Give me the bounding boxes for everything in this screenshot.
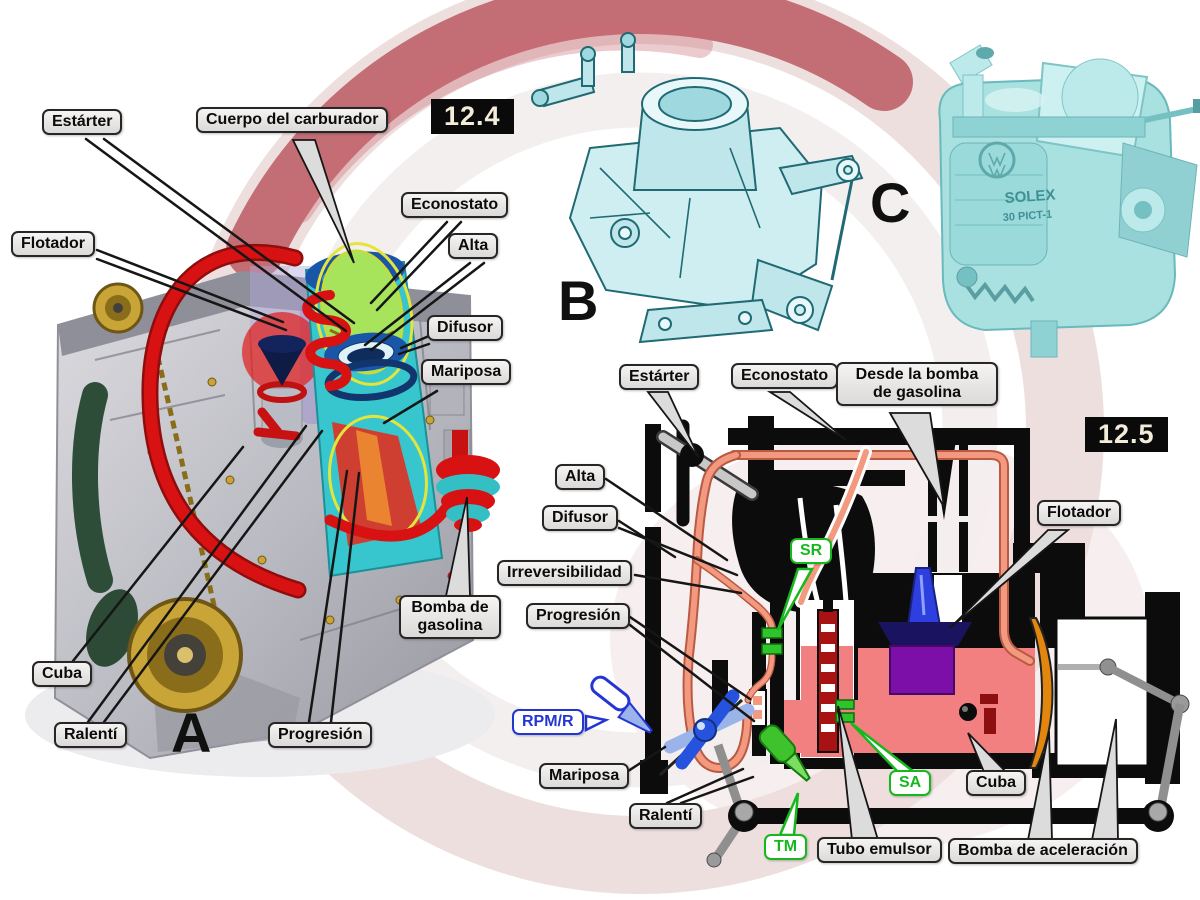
- carb-brand-text: SOLEX: [1004, 186, 1056, 207]
- choke-valve: [656, 419, 759, 527]
- label-econostato-s: Econostato: [731, 363, 839, 390]
- leader-wedges: [291, 139, 1119, 841]
- label-mariposa-a: Mariposa: [421, 359, 512, 386]
- label-progresion-a: Progresión: [268, 722, 373, 749]
- section-letter-a: A: [171, 701, 212, 764]
- calibrated-jets: [761, 627, 855, 723]
- mixture-screw-icon: [758, 724, 811, 782]
- label-sa: SA: [889, 770, 932, 797]
- label-irreversibilidad: Irreversibilidad: [497, 560, 632, 587]
- emulsion-tube: [817, 600, 839, 753]
- throttle-linkage: [706, 658, 1190, 868]
- label-alta-s: Alta: [555, 464, 606, 491]
- label-mariposa-s: Mariposa: [539, 763, 630, 790]
- label-econostato-a: Econostato: [401, 192, 509, 219]
- label-estarter-a: Estárter: [42, 109, 123, 136]
- float-assembly: [878, 567, 972, 695]
- label-ralenti-a: Ralentí: [54, 722, 128, 749]
- label-cuerpo-carburador: Cuerpo del carburador: [196, 107, 389, 134]
- figure-badge-12-4: 12.4: [431, 99, 514, 134]
- label-tm: TM: [764, 834, 808, 861]
- label-rpm-r: RPM/R: [512, 709, 584, 736]
- section-letter-c: C: [870, 171, 911, 234]
- check-ball-highlight: [962, 706, 968, 712]
- label-estarter-s: Estárter: [619, 364, 700, 391]
- pump-chamber: [1054, 616, 1150, 768]
- label-sr: SR: [790, 538, 833, 565]
- label-flotador-s: Flotador: [1037, 500, 1121, 527]
- label-cuba-a: Cuba: [32, 661, 92, 688]
- pump-diaphragm: [1028, 617, 1054, 769]
- label-bomba-aceleracion: Bomba de aceleración: [948, 838, 1138, 865]
- idle-screw-icon: [590, 675, 653, 734]
- pump-outlet-passage: [984, 708, 996, 734]
- figure-badge-12-5: 12.5: [1085, 417, 1168, 452]
- label-ralenti-s: Ralentí: [629, 803, 703, 830]
- leader-lines: [71, 137, 756, 805]
- carb-model-text: 30 PICT-1: [1002, 209, 1052, 224]
- label-flotador-a: Flotador: [11, 231, 95, 258]
- label-difusor-a: Difusor: [427, 315, 503, 342]
- fuel-passages: [682, 446, 1035, 774]
- label-alta-a: Alta: [448, 233, 499, 260]
- blue-leader-pointer: [584, 714, 610, 733]
- section-letter-b: B: [558, 269, 599, 332]
- label-bomba-gasolina: Bomba de gasolina: [399, 595, 501, 640]
- label-tubo-emulsor: Tubo emulsor: [817, 837, 942, 864]
- label-desde-la-bomba: Desde la bomba de gasolina: [836, 362, 998, 407]
- progression-holes: [753, 696, 762, 719]
- throttle-butterfly: [658, 689, 755, 777]
- vw-logo-mark: [978, 141, 1016, 179]
- label-difusor-s: Difusor: [542, 505, 618, 532]
- label-progresion-s: Progresión: [526, 603, 631, 630]
- label-cuba-s: Cuba: [966, 770, 1026, 797]
- pump-check-valve: [980, 694, 998, 704]
